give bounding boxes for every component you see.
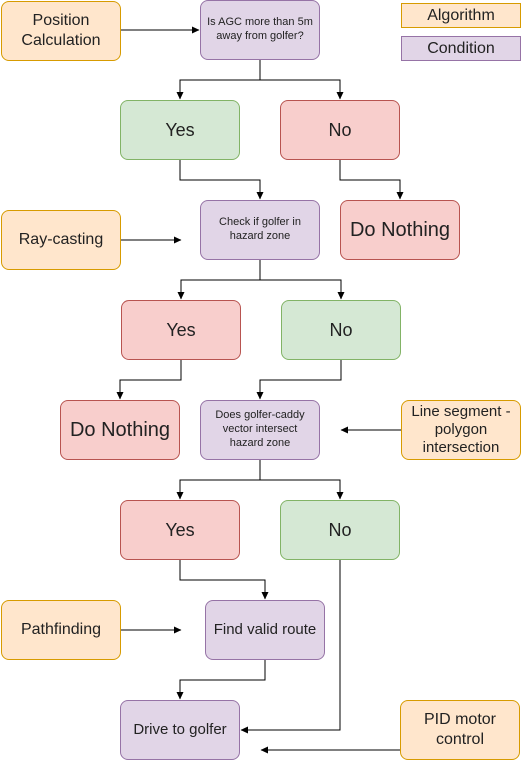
outcome-no-1: No xyxy=(280,100,400,160)
arrow-no-to-do-nothing xyxy=(339,160,404,200)
algorithm-line-segment-polygon-intersection: Line segment - polygon intersection xyxy=(401,400,521,460)
arrow-yes-to-hazard-check xyxy=(179,160,264,200)
algorithm-pathfinding: Pathfinding xyxy=(1,600,121,660)
outcome-yes-1: Yes xyxy=(120,100,240,160)
legend-algorithm: Algorithm xyxy=(401,3,521,28)
algorithm-ray-casting: Ray-casting xyxy=(1,210,121,270)
outcome-yes-2: Yes xyxy=(121,300,241,360)
arrow-agc-to-yes xyxy=(176,60,261,100)
condition-agc-distance: Is AGC more than 5m away from golfer? xyxy=(200,0,320,60)
arrow-yes-to-do-nothing xyxy=(116,360,182,400)
outcome-do-nothing-2: Do Nothing xyxy=(60,400,180,460)
arrow-agc-to-no xyxy=(260,79,344,100)
legend-condition: Condition xyxy=(401,36,521,61)
outcome-do-nothing-1: Do Nothing xyxy=(340,200,460,260)
arrow-hazard-to-yes xyxy=(177,260,261,300)
condition-golfer-in-hazard-zone: Check if golfer in hazard zone xyxy=(200,200,320,260)
arrow-no-to-vector-check xyxy=(256,360,342,400)
action-drive-to-golfer: Drive to golfer xyxy=(120,700,240,760)
outcome-no-3: No xyxy=(280,500,400,560)
outcome-no-2: No xyxy=(281,300,401,360)
arrow-no-to-drive xyxy=(240,560,341,734)
arrow-hazard-to-no xyxy=(260,279,345,300)
action-find-valid-route: Find valid route xyxy=(205,600,325,660)
arrow-yes-to-find-route xyxy=(179,560,269,600)
arrow-find-route-to-drive xyxy=(176,660,266,700)
condition-vector-intersects-hazard: Does golfer-caddy vector intersect hazar… xyxy=(200,400,320,460)
arrow-vector-to-yes xyxy=(176,460,261,500)
outcome-yes-3: Yes xyxy=(120,500,240,560)
algorithm-position-calculation: Position Calculation xyxy=(1,1,121,61)
arrow-vector-to-no xyxy=(260,479,344,500)
algorithm-pid-motor-control: PID motor control xyxy=(400,700,520,760)
